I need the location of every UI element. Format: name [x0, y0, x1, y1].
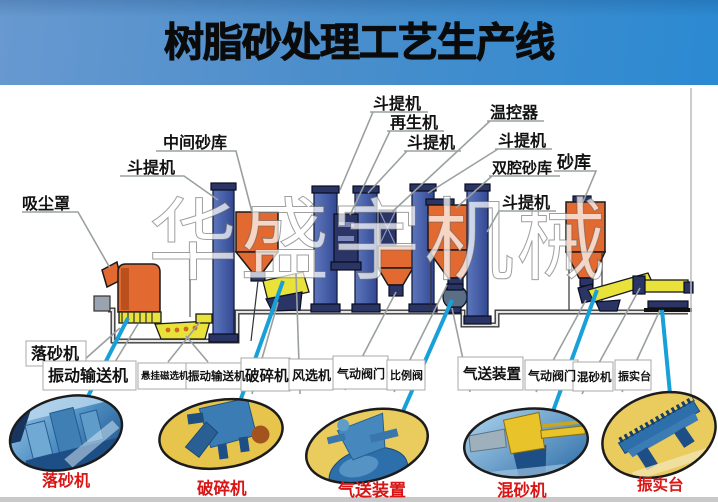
label-bucket-elevator-1: 斗提机: [127, 158, 175, 177]
photo-compaction-table: [601, 390, 718, 481]
regenerator-group: [310, 185, 381, 313]
compaction-table: [644, 300, 692, 312]
label-bucket-elevator-2: 斗提机: [373, 94, 421, 113]
title-banner: 树脂砂处理工艺生产线: [0, 0, 718, 85]
label-bucket-elevator-5: 斗提机: [502, 193, 550, 212]
label-sand-mixer: 混砂机: [577, 370, 612, 384]
photo-crusher: [158, 397, 284, 471]
label-bucket-elevator-4: 斗提机: [498, 131, 546, 150]
label-intermediate-sand-hopper: 中间砂库: [163, 133, 227, 152]
thermostat-device: [376, 209, 415, 297]
bottom-strip: [0, 497, 718, 502]
sand-mixer: [577, 272, 694, 312]
shakeout-machine: [93, 260, 162, 324]
label-pneumatic-valve-1: 气动阀门: [336, 366, 385, 381]
watermark: 华盛宇机械: [148, 192, 608, 292]
intermediate-sand-hopper: [234, 211, 280, 342]
bucket-elevator-3: [463, 183, 492, 325]
oval-label-mixer: 混砂机: [497, 480, 547, 500]
component-labels: 吸尘罩 斗提机 中间砂库 斗提机 再生机 斗提机 温控器 斗提机 双腔砂库 砂库…: [22, 94, 651, 385]
photo-shakeout: [1, 384, 128, 482]
label-thermostat: 温控器: [489, 103, 539, 122]
photo-sand-mixer: [462, 407, 590, 484]
label-dust-hood: 吸尘罩: [22, 195, 70, 213]
oval-label-shakeout: 落砂机: [42, 471, 90, 490]
oval-label-table: 振实台: [637, 475, 684, 494]
label-regenerator: 再生机: [390, 113, 438, 132]
sand-hopper: [564, 195, 607, 310]
label-pneumatic-conveyor: 气送装置: [462, 365, 521, 383]
oval-label-crusher: 破碎机: [197, 478, 247, 498]
page-title: 树脂砂处理工艺生产线: [164, 21, 556, 66]
label-crusher: 破碎机: [245, 367, 289, 385]
label-proportional-valve: 比例阀: [390, 368, 423, 382]
label-air-separator: 风选机: [292, 368, 331, 383]
label-sand-hopper: 砂库: [557, 152, 591, 172]
oval-labels: 落砂机 破碎机 气送装置 混砂机 振实台: [42, 471, 684, 500]
bucket-elevator-1: [208, 182, 239, 343]
oval-label-pneumatic: 气送装置: [337, 480, 406, 500]
label-shakeout-machine: 落砂机: [31, 344, 79, 363]
bottom-label-boxes: [25, 340, 652, 392]
label-magnetic-separator: 悬挂磁选机: [140, 370, 189, 382]
label-compaction-table: 振实台: [618, 369, 651, 383]
label-vibrating-conveyor-1: 振动输送机: [48, 366, 128, 385]
label-pneumatic-valve-2: 气动阀门: [527, 368, 576, 383]
label-bucket-elevator-3: 斗提机: [407, 133, 455, 152]
machinery: [93, 182, 694, 344]
label-double-chamber-hopper: 双腔砂库: [492, 159, 552, 177]
label-vibrating-conveyor-2: 振动输送机: [188, 369, 246, 383]
floor: [108, 307, 688, 344]
